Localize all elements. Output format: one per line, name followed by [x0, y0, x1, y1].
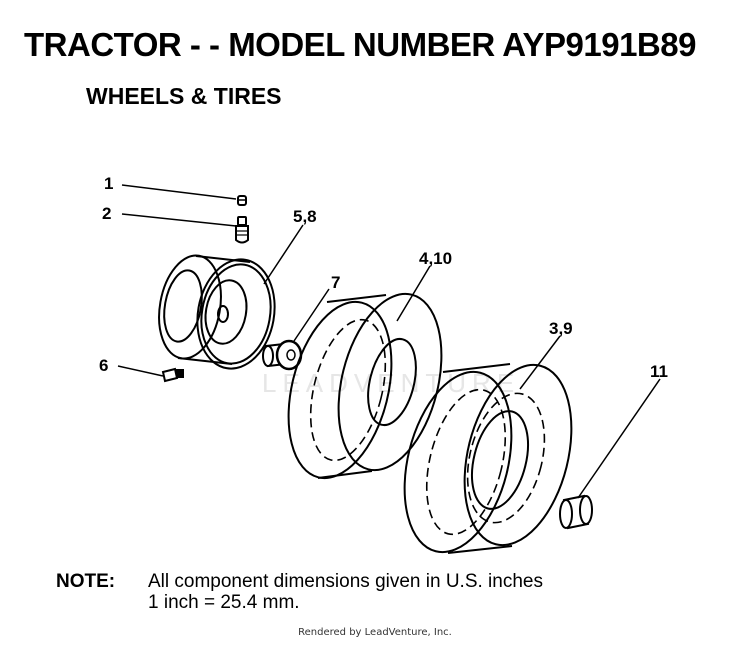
callout-2: 2	[102, 204, 111, 223]
page-subtitle: WHEELS & TIRES	[86, 83, 282, 109]
callout-11: 11	[650, 362, 668, 381]
part-2-valve-stem[interactable]	[235, 216, 249, 244]
part-5-8-wheel-rim[interactable]	[151, 251, 283, 375]
callout-6: 6	[99, 356, 108, 375]
leader-lines	[117, 184, 661, 499]
note-label: NOTE:	[56, 571, 116, 592]
callout-5-8: 5,8	[293, 207, 317, 226]
part-7-bushing[interactable]	[262, 339, 303, 371]
callout-3-9: 3,9	[549, 319, 573, 338]
footer-credit: Rendered by LeadVenture, Inc.	[298, 627, 452, 638]
part-3-9-rear-tire[interactable]	[387, 354, 589, 564]
page-title: TRACTOR - - MODEL NUMBER AYP9191B89	[24, 26, 696, 63]
note-line-1: All component dimensions given in U.S. i…	[148, 571, 543, 592]
callout-7: 7	[331, 273, 340, 292]
callout-1: 1	[104, 174, 113, 193]
part-6-fitting[interactable]	[161, 367, 184, 383]
part-1-nut[interactable]	[237, 195, 247, 206]
part-11-cap[interactable]	[559, 494, 593, 530]
note-line-2: 1 inch = 25.4 mm.	[148, 592, 300, 613]
callout-4-10: 4,10	[419, 249, 452, 268]
dimension-note: NOTE: All component dimensions given in U…	[56, 571, 543, 613]
